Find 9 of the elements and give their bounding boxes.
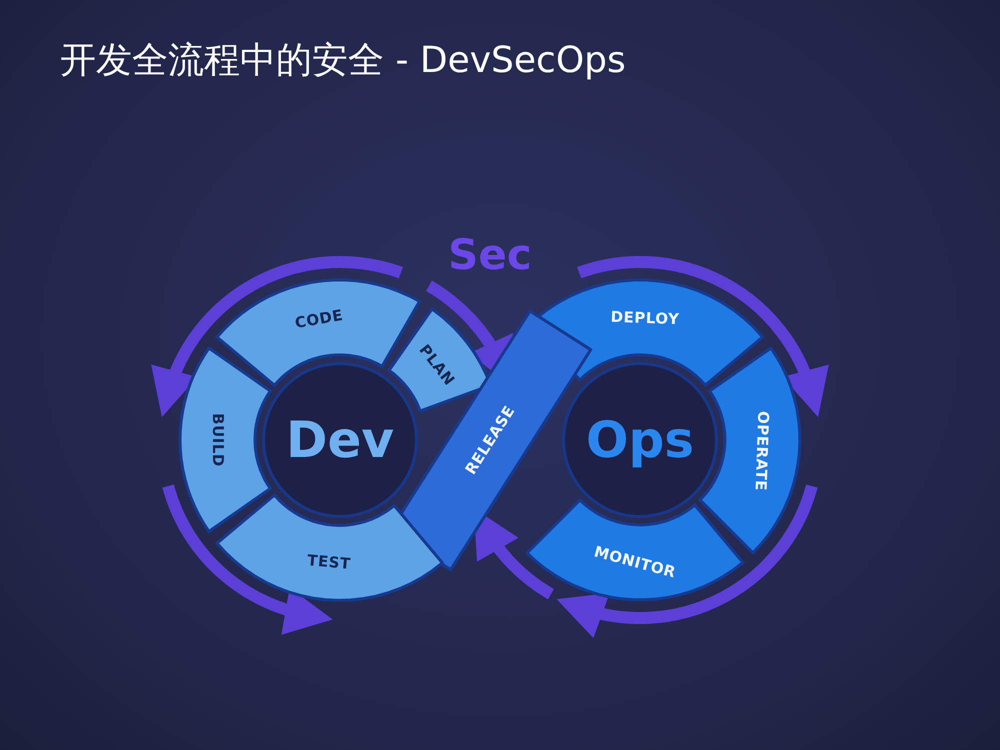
stage-label: OPERATE xyxy=(752,410,772,491)
loop-heading: Sec xyxy=(448,230,532,279)
hub-label: Ops xyxy=(586,411,694,469)
stage-label: CODE xyxy=(293,306,344,332)
stage-label: BUILD xyxy=(208,413,226,467)
slide-title: 开发全流程中的安全 - DevSecOps xyxy=(60,39,626,83)
stage-label: DEPLOY xyxy=(610,307,680,328)
stage-label: TEST xyxy=(306,551,352,573)
hub-label: Dev xyxy=(286,411,394,469)
